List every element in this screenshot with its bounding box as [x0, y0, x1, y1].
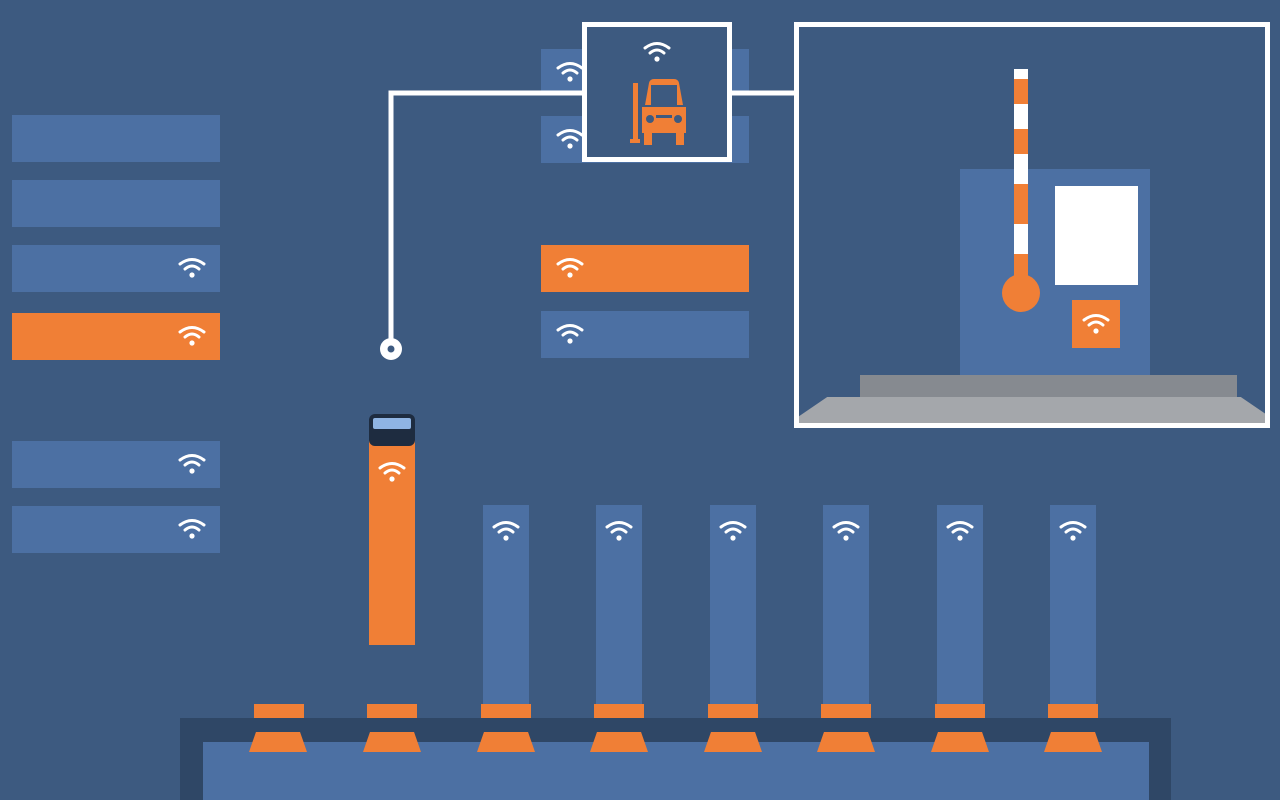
bollard	[254, 704, 304, 718]
wifi-icon	[555, 322, 585, 346]
wifi-icon	[945, 519, 975, 543]
gatehouse-window	[1055, 186, 1138, 285]
left-slot[interactable]	[12, 245, 220, 292]
forklift-panel[interactable]	[582, 22, 732, 162]
wifi-icon	[718, 519, 748, 543]
loading-dock-floor	[203, 742, 1149, 800]
wifi-icon	[555, 60, 585, 84]
gate-wifi-badge	[1072, 300, 1120, 348]
dock-lane-active[interactable]	[369, 438, 415, 645]
center-slot-active[interactable]	[541, 245, 749, 292]
wifi-icon	[177, 517, 207, 541]
dock-lane[interactable]	[1050, 505, 1096, 718]
bollard-base	[704, 732, 762, 752]
dock-lane[interactable]	[710, 505, 756, 718]
bollard-base	[249, 732, 307, 752]
left-slot[interactable]	[12, 180, 220, 227]
bollard-base	[477, 732, 535, 752]
bollard-base	[363, 732, 421, 752]
wifi-icon	[1058, 519, 1088, 543]
bollard	[367, 704, 417, 718]
left-slot-active[interactable]	[12, 313, 220, 360]
truck-icon	[369, 414, 415, 446]
dock-lane[interactable]	[823, 505, 869, 718]
wifi-icon	[177, 452, 207, 476]
bollard	[594, 704, 644, 718]
gate-detail-panel[interactable]	[794, 22, 1270, 428]
bollard	[708, 704, 758, 718]
left-slot[interactable]	[12, 441, 220, 488]
bollard-base	[590, 732, 648, 752]
center-slot[interactable]	[541, 311, 749, 358]
bollard	[481, 704, 531, 718]
wifi-icon	[177, 256, 207, 280]
wifi-icon	[604, 519, 634, 543]
wifi-icon	[642, 40, 672, 64]
bollard-base	[931, 732, 989, 752]
dock-lane[interactable]	[483, 505, 529, 718]
wifi-icon	[555, 256, 585, 280]
left-slot[interactable]	[12, 115, 220, 162]
barrier-gate-icon	[1002, 69, 1040, 312]
wifi-icon	[177, 324, 207, 348]
wifi-icon	[377, 460, 407, 484]
wifi-icon	[1081, 312, 1111, 336]
wifi-icon	[831, 519, 861, 543]
gate-ground	[799, 397, 1265, 423]
dock-lane[interactable]	[937, 505, 983, 718]
bollard-base	[1044, 732, 1102, 752]
wifi-icon	[555, 127, 585, 151]
gate-platform	[860, 375, 1237, 401]
bollard	[1048, 704, 1098, 718]
left-slot[interactable]	[12, 506, 220, 553]
wifi-icon	[491, 519, 521, 543]
bollard	[821, 704, 871, 718]
forklift-icon	[630, 79, 686, 145]
bollard	[935, 704, 985, 718]
bollard-base	[817, 732, 875, 752]
dock-lane[interactable]	[596, 505, 642, 718]
